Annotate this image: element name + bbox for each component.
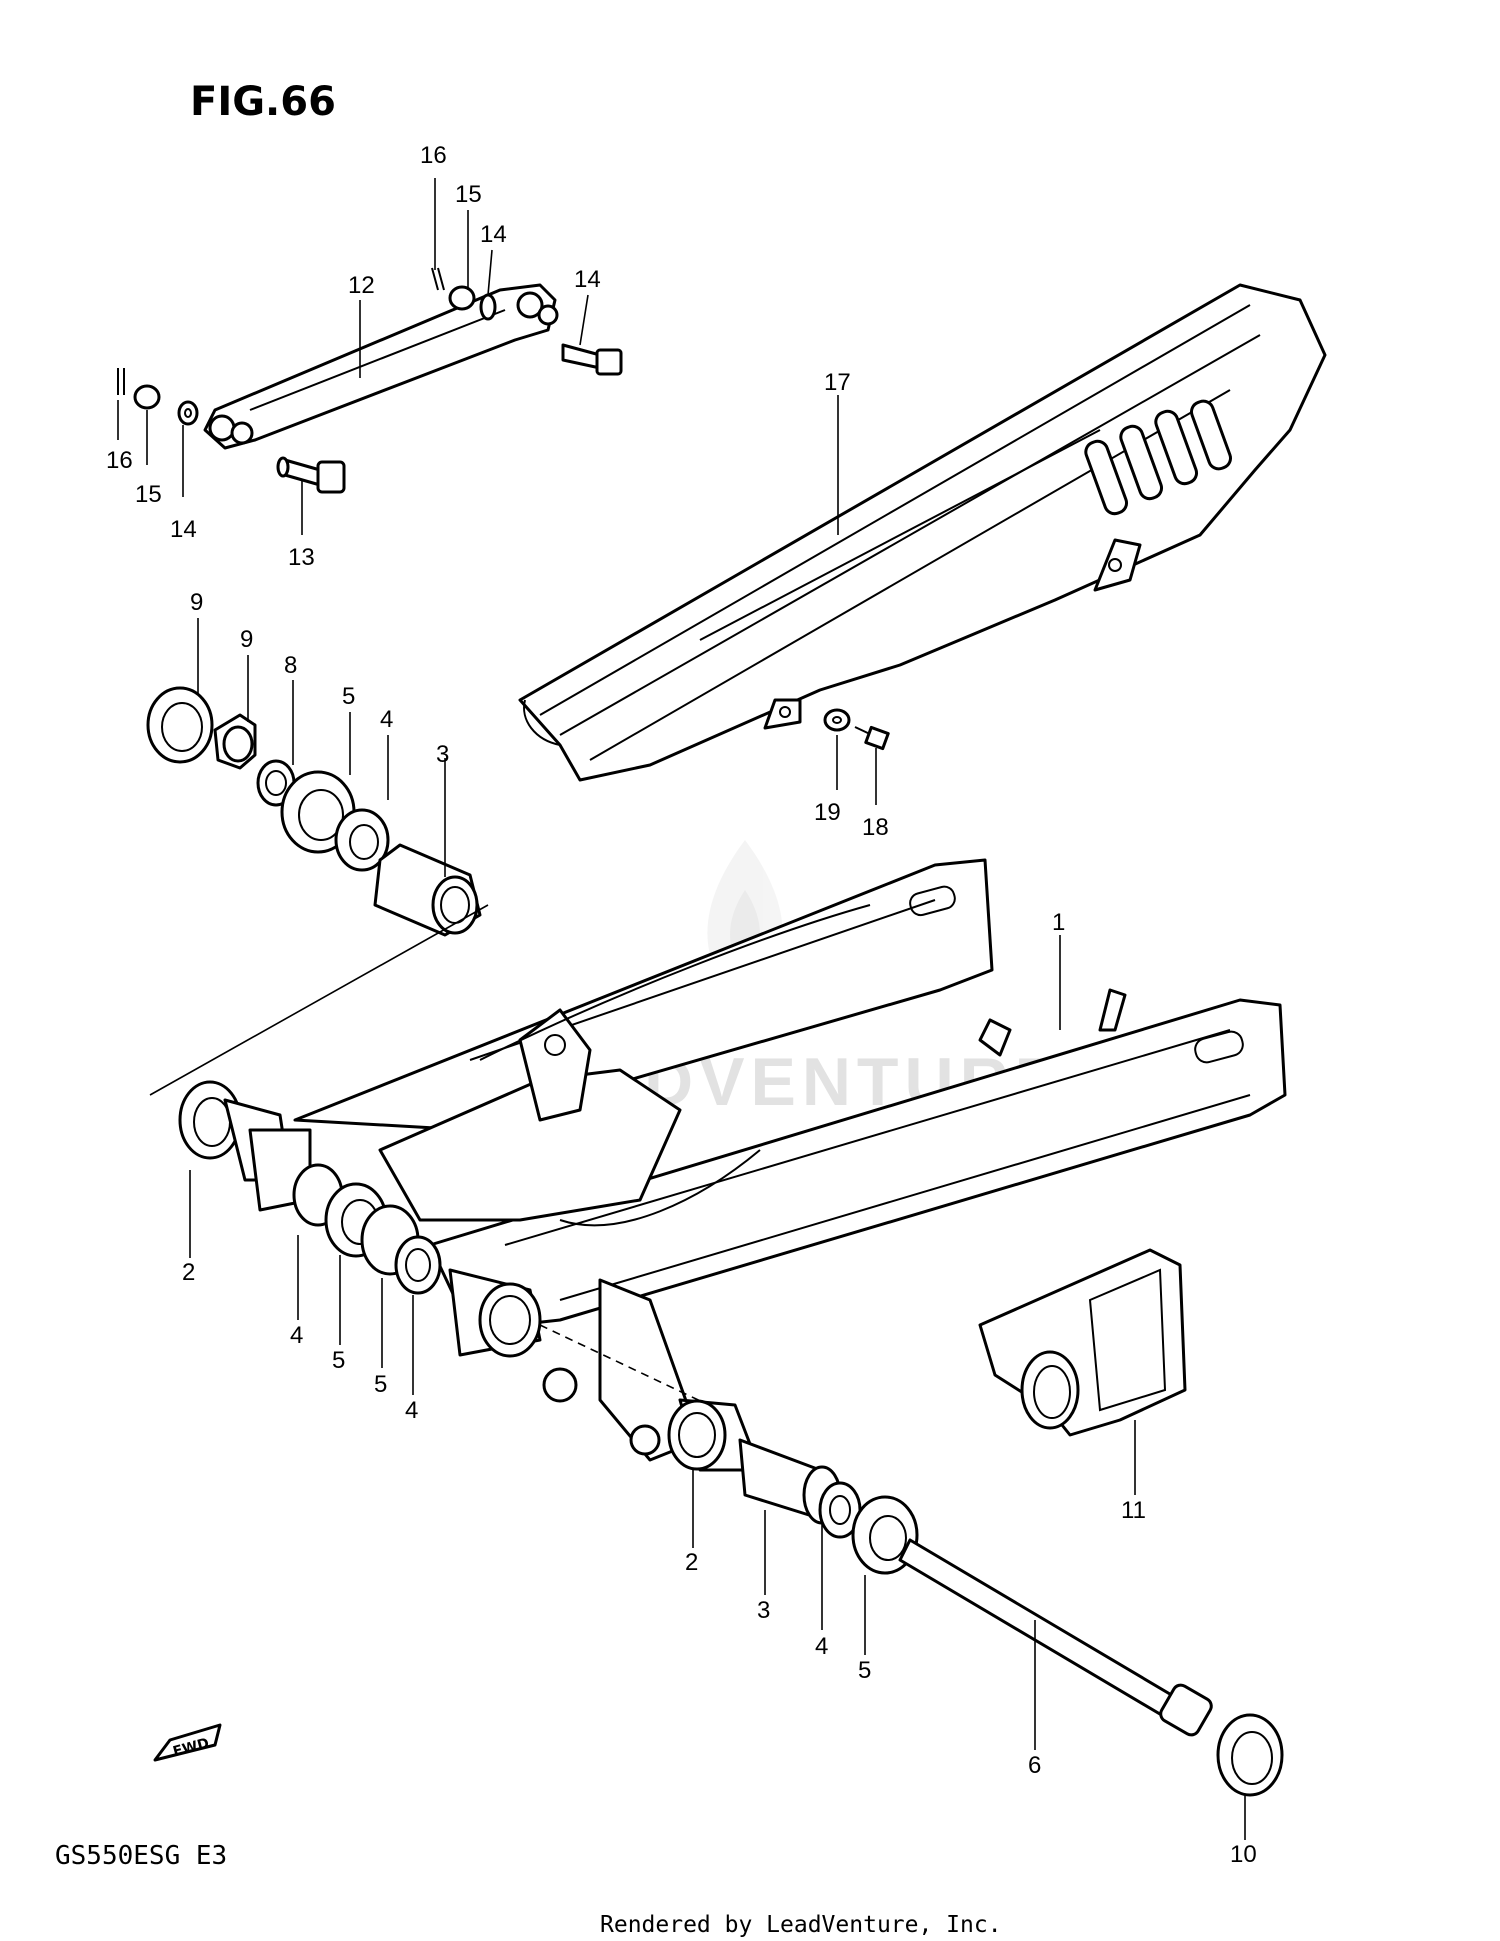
- callout-3-top: 3: [436, 741, 449, 768]
- callout-1: 1: [1052, 909, 1065, 936]
- bolt-washer-18-19: [823, 708, 890, 751]
- callout-6: 6: [1028, 1752, 1041, 1779]
- callout-19: 19: [814, 799, 841, 826]
- callout-5-left-b: 5: [374, 1371, 387, 1398]
- callout-labels: 16 15 14 14 12 16 15 14 13 17 19 18 9 9 …: [106, 142, 1257, 1868]
- figure-title: FIG.66: [190, 79, 336, 125]
- callout-12: 13: [288, 544, 315, 571]
- callout-15-left: 15: [135, 481, 162, 508]
- callout-4-bottom: 4: [815, 1633, 828, 1660]
- callout-5-bottom: 5: [858, 1657, 871, 1684]
- model-code: GS550ESG E3: [55, 1841, 227, 1871]
- callout-4-left-b: 4: [405, 1397, 418, 1424]
- callout-14-left: 14: [170, 516, 197, 543]
- hardware-14-15-16-left: [117, 368, 199, 426]
- pivot-stack-upper: [146, 686, 489, 1096]
- torque-link-part: [203, 283, 559, 450]
- callout-2-bottom: 2: [685, 1549, 698, 1576]
- callout-3-bottom: 3: [757, 1597, 770, 1624]
- fwd-arrow-icon: FWD: [153, 1723, 222, 1762]
- callout-16-top: 16: [420, 142, 447, 169]
- chain-case-part: [518, 283, 1327, 782]
- callout-7: 8: [284, 652, 297, 679]
- callout-9-bottom: 10: [1230, 1841, 1257, 1868]
- callout-9-top: 9: [190, 589, 203, 616]
- callout-5-top: 5: [342, 683, 355, 710]
- callout-4-top: 4: [380, 706, 393, 733]
- callout-11: 12: [348, 272, 375, 299]
- bolt-13: [561, 343, 623, 376]
- callout-4-left: 4: [290, 1322, 303, 1349]
- callout-5-left-a: 5: [332, 1347, 345, 1374]
- leader-lines: [117, 178, 1246, 1840]
- callout-18: 18: [862, 814, 889, 841]
- chain-guide-part: [978, 1248, 1187, 1437]
- callout-16-left: 16: [106, 447, 133, 474]
- pivot-stack-lower: [667, 1398, 1284, 1797]
- callout-15-top: 15: [455, 181, 482, 208]
- footer-text: Rendered by LeadVenture, Inc.: [600, 1912, 1002, 1938]
- callout-17: 17: [824, 369, 851, 396]
- callout-8: 9: [240, 626, 253, 653]
- callout-10: 11: [1121, 1497, 1146, 1524]
- callout-13: 14: [574, 266, 601, 293]
- callout-2-left: 2: [182, 1259, 195, 1286]
- callout-14-top: 14: [480, 221, 507, 248]
- bolt-12: [276, 456, 346, 494]
